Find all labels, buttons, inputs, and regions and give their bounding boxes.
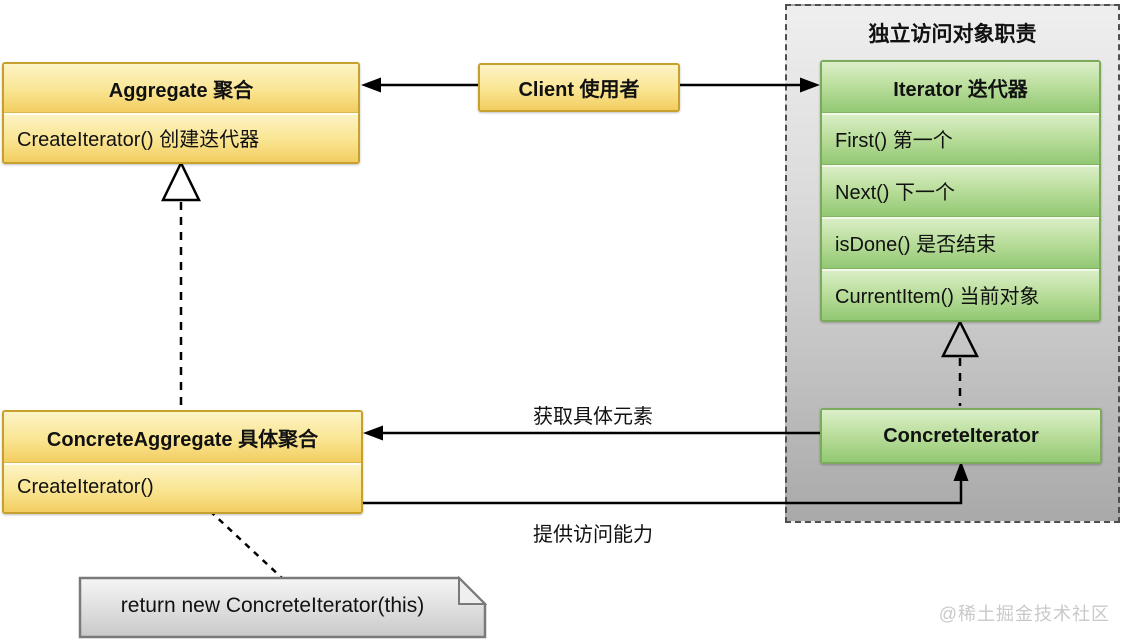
class-box-concrete-aggregate: ConcreteAggregate 具体聚合 CreateIterator() (2, 410, 363, 514)
region-title: 独立访问对象职责 (868, 23, 1037, 46)
watermark: @稀土掘金技术社区 (938, 604, 1110, 624)
class-title: Iterator 迭代器 (822, 62, 1099, 112)
class-method: Next() 下一个 (822, 164, 1099, 216)
class-box-aggregate: Aggregate 聚合 CreateIterator() 创建迭代器 (2, 62, 360, 164)
note-fold-icon (458, 575, 488, 605)
note-text: return new ConcreteIterator(this) (120, 594, 425, 617)
class-method: CreateIterator() (4, 462, 361, 512)
class-box-iterator: Iterator 迭代器 First() 第一个 Next() 下一个 isDo… (820, 60, 1101, 322)
class-method: First() 第一个 (822, 112, 1099, 164)
class-title: Client 使用者 (480, 65, 678, 110)
class-title: ConcreteAggregate 具体聚合 (4, 412, 361, 462)
class-box-concrete-iterator: ConcreteIterator (820, 408, 1102, 464)
edge-note-link (209, 510, 283, 579)
class-box-client: Client 使用者 (478, 63, 680, 112)
class-title: Aggregate 聚合 (4, 64, 358, 112)
class-method: CreateIterator() 创建迭代器 (4, 112, 358, 162)
arrowhead-left-icon (361, 77, 381, 93)
class-method: isDone() 是否结束 (822, 216, 1099, 268)
class-title: ConcreteIterator (822, 410, 1100, 462)
edge-label-provide-access: 提供访问能力 (533, 524, 653, 546)
class-method: CurrentItem() 当前对象 (822, 268, 1099, 320)
hollow-triangle-icon (161, 160, 201, 202)
edge-client-to-aggregate (361, 77, 478, 93)
edge-label-get-element: 获取具体元素 (533, 406, 653, 428)
edge-concreteaggregate-generalization (161, 160, 201, 409)
arrowhead-left-icon (363, 425, 383, 441)
